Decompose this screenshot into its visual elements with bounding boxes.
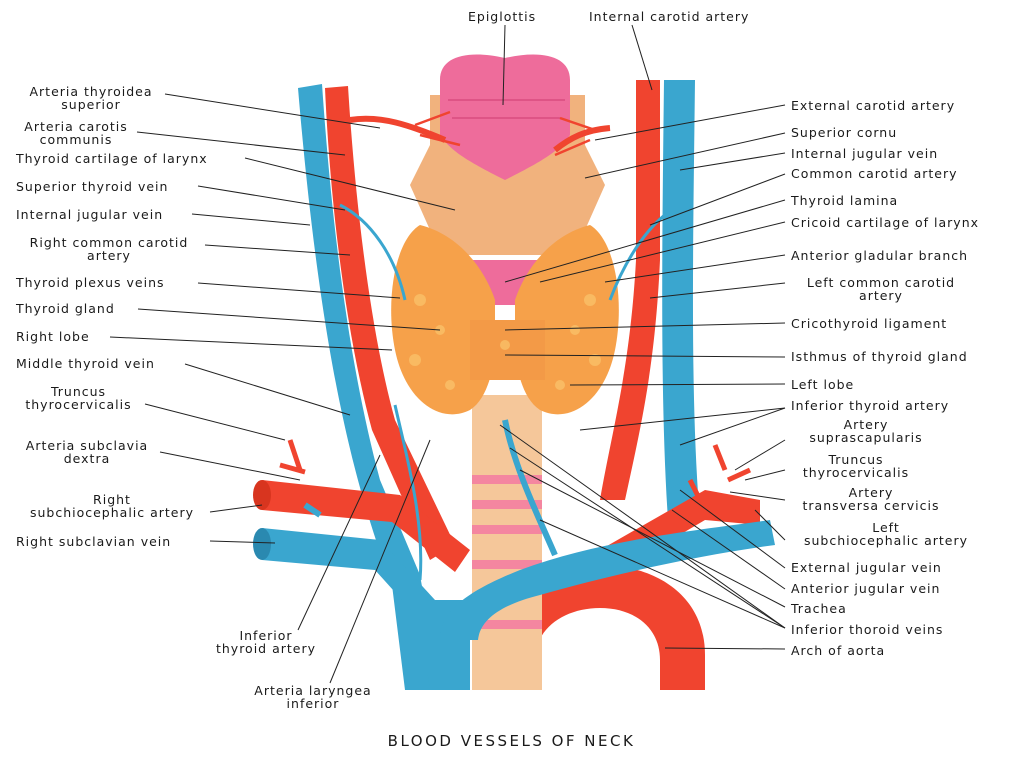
label-arteria-thyroidea-superior: Arteria thyroidea superior [29,84,153,112]
label-right-lobe: Right lobe [16,329,90,344]
label-trachea: Trachea [791,601,847,616]
right-subclavian-vein [262,528,470,690]
label-isthmus-of-thyroid-gland: Isthmus of thyroid gland [791,349,968,364]
label-arteria-subclavia-dextra: Arteria subclavia dextra [25,438,149,466]
label-epiglottis: Epiglottis [468,9,537,24]
label-inferior-thyroid-artery-bottom: Inferior thyroid artery [215,628,317,656]
label-left-subchiocephalic-artery: Left subchiocephalic artery [803,520,969,548]
label-arch-of-aorta: Arch of aorta [791,643,886,658]
label-thyroid-cartilage-of-larynx: Thyroid cartilage of larynx [16,151,208,166]
right-subclavian-artery [262,480,470,572]
label-right-subclavian-vein: Right subclavian vein [16,534,172,549]
arch-of-aorta [488,565,705,690]
label-common-carotid-artery: Common carotid artery [791,166,958,181]
label-thyroid-plexus-veins: Thyroid plexus veins [16,275,165,290]
leader-lines [109,24,786,684]
label-inferior-thoroid-veins: Inferior thoroid veins [791,622,944,637]
label-artery-transversa-cervicis: Artery transversa cervicis [802,485,940,513]
label-inferior-thyroid-artery-right: Inferior thyroid artery [791,398,950,413]
label-internal-jugular-vein-right: Internal jugular vein [791,146,939,161]
label-external-jugular-vein: External jugular vein [791,560,942,575]
label-cricoid-cartilage-of-larynx: Cricoid cartilage of larynx [791,215,980,230]
diagram-title: BLOOD VESSELS OF NECK [387,732,636,750]
label-truncus-thyrocervicalis-right: Truncus thyrocervicalis [802,452,910,480]
label-superior-cornu: Superior cornu [791,125,898,140]
internal-carotid-left [600,80,660,500]
label-thyroid-gland: Thyroid gland [16,301,115,316]
label-internal-jugular-vein-left: Internal jugular vein [16,207,164,222]
internal-jugular-vein-left [662,80,700,520]
trachea-shape [472,395,542,690]
label-right-common-carotid-artery: Right common carotid artery [29,235,189,263]
label-arteria-laryngea-inferior: Arteria laryngea inferior [254,683,372,711]
label-left-lobe: Left lobe [791,377,855,392]
label-superior-thyroid-vein: Superior thyroid vein [16,179,169,194]
label-internal-carotid-artery: Internal carotid artery [589,9,750,24]
label-truncus-thyrocervicalis-left: Truncus thyrocervicalis [25,384,132,412]
right-common-carotid [325,86,455,560]
label-arteria-carotis-communis: Arteria carotis communis [24,119,128,147]
label-artery-suprascapularis: Artery suprascapularis [809,417,923,445]
internal-jugular-vein-right [298,84,440,690]
label-anterior-gladular-branch: Anterior gladular branch [791,248,969,263]
label-thyroid-lamina: Thyroid lamina [791,193,899,208]
left-brachiocephalic-vein [440,520,775,640]
trachea-rings [472,475,542,629]
label-left-common-carotid-artery: Left common carotid artery [806,275,956,303]
label-right-subchiocephalic-artery: Right subchiocephalic artery [29,492,195,520]
epiglottis-shape [440,54,570,181]
label-middle-thyroid-vein: Middle thyroid vein [16,356,155,371]
label-external-carotid-artery: External carotid artery [791,98,956,113]
gland-lobules [409,294,601,390]
label-cricothyroid-ligament: Cricothyroid ligament [791,316,948,331]
right-lobe-shape [391,225,495,415]
isthmus-shape [470,320,545,380]
label-anterior-jugular-vein: Anterior jugular vein [791,581,941,596]
